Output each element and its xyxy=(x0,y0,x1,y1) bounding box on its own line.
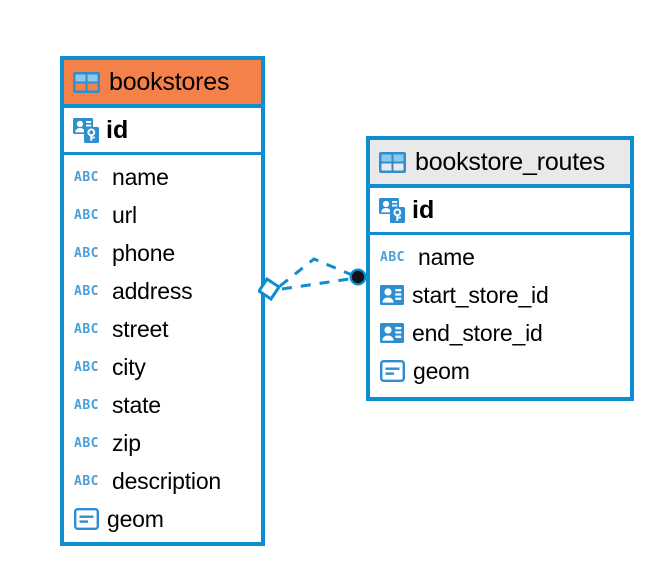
foreign-key-icon xyxy=(380,283,404,307)
field-list-bookstores: ABC name ABC url ABC phone ABC address A… xyxy=(64,155,261,538)
abc-text-icon: ABC xyxy=(74,397,99,413)
field-row[interactable]: ABC description xyxy=(64,462,261,500)
abc-text-icon: ABC xyxy=(74,207,99,223)
primary-key-icon xyxy=(379,197,405,223)
field-label: city xyxy=(112,353,146,380)
field-row[interactable]: ABC zip xyxy=(64,424,261,462)
table-grid-icon xyxy=(73,71,100,93)
primary-key-row[interactable]: id xyxy=(370,188,630,235)
entity-title: bookstore_routes xyxy=(415,147,605,176)
entity-header-bookstores[interactable]: bookstores xyxy=(64,60,261,108)
field-label: zip xyxy=(112,429,141,456)
abc-text-icon: ABC xyxy=(74,473,99,489)
field-label: geom xyxy=(413,357,470,384)
abc-text-icon: ABC xyxy=(74,283,99,299)
table-grid-icon xyxy=(379,151,406,173)
field-label: state xyxy=(112,391,161,418)
filled-circle-marker xyxy=(349,268,367,286)
field-label: end_store_id xyxy=(412,319,543,346)
entity-bookstores[interactable]: bookstores id xyxy=(60,56,265,546)
abc-text-icon: ABC xyxy=(74,435,99,451)
abc-text-icon: ABC xyxy=(74,245,99,261)
field-row[interactable]: ABC city xyxy=(64,348,261,386)
foreign-key-icon xyxy=(380,321,404,345)
abc-text-icon: ABC xyxy=(74,169,99,185)
field-label: description xyxy=(112,467,222,494)
field-row[interactable]: end_store_id xyxy=(370,314,630,352)
field-label: geom xyxy=(107,505,164,532)
relationship-line-lower xyxy=(281,276,357,291)
field-label: address xyxy=(112,277,193,304)
field-label: phone xyxy=(112,239,175,266)
field-row[interactable]: ABC phone xyxy=(64,234,261,272)
field-row[interactable]: ABC name xyxy=(64,158,261,196)
geometry-icon xyxy=(74,508,99,530)
field-list-bookstore-routes: ABC name start_store_id xyxy=(370,235,630,390)
field-label: start_store_id xyxy=(412,281,549,308)
field-row[interactable]: ABC state xyxy=(64,386,261,424)
abc-text-icon: ABC xyxy=(74,321,99,337)
primary-key-icon xyxy=(73,117,99,143)
relationship-connector[interactable] xyxy=(256,246,370,306)
field-row[interactable]: ABC name xyxy=(370,238,630,276)
primary-key-label: id xyxy=(106,115,129,144)
relationship-line-upper xyxy=(279,257,358,288)
field-row[interactable]: ABC url xyxy=(64,196,261,234)
field-label: name xyxy=(418,243,475,270)
entity-bookstore-routes[interactable]: bookstore_routes id xyxy=(366,136,634,401)
field-row[interactable]: ABC street xyxy=(64,310,261,348)
field-row[interactable]: ABC address xyxy=(64,272,261,310)
primary-key-label: id xyxy=(412,195,435,224)
field-label: url xyxy=(112,201,137,228)
entity-header-bookstore-routes[interactable]: bookstore_routes xyxy=(370,140,630,188)
field-label: name xyxy=(112,163,169,190)
geometry-icon xyxy=(380,360,405,382)
field-label: street xyxy=(112,315,169,342)
abc-text-icon: ABC xyxy=(74,359,99,375)
field-row[interactable]: start_store_id xyxy=(370,276,630,314)
primary-key-row[interactable]: id xyxy=(64,108,261,155)
entity-title: bookstores xyxy=(109,67,230,96)
abc-text-icon: ABC xyxy=(380,249,405,265)
field-row[interactable]: geom xyxy=(64,500,261,538)
field-row[interactable]: geom xyxy=(370,352,630,390)
